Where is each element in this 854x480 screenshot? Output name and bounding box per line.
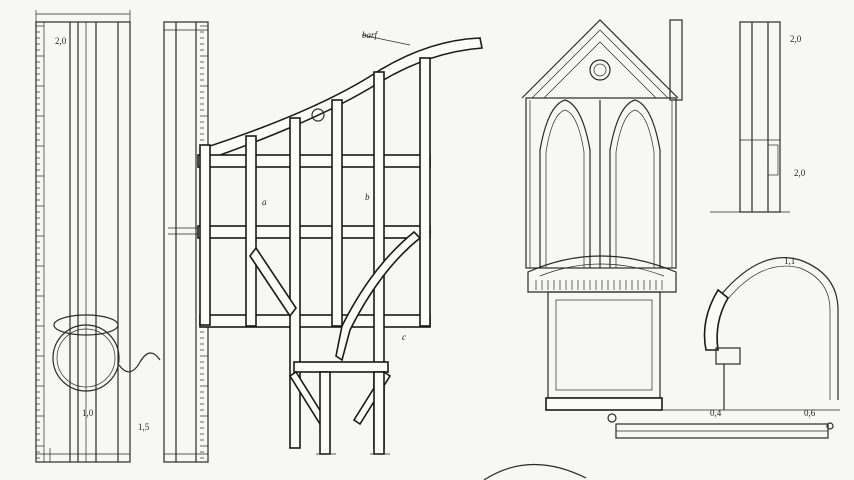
timber-frame-elevation: barf a b c	[197, 30, 483, 455]
arch-section-detail: 1,1	[703, 256, 839, 410]
panel-label-b: b	[365, 192, 370, 202]
beam-label: barf	[362, 30, 379, 40]
right-top-label: 2,0	[790, 34, 802, 44]
right-mid-label: 2,0	[794, 168, 806, 178]
left-post-elevation: 2,0 1,0 1,5	[35, 10, 161, 463]
base-label-a: 0,4	[710, 408, 722, 418]
panel-label-c: c	[402, 332, 406, 342]
gothic-shrine-elevation	[521, 19, 683, 411]
left-scale-ruler	[36, 25, 44, 459]
base-label-b: 0,6	[804, 408, 816, 418]
partial-circle-outline	[483, 463, 587, 480]
left-side-vertical-label: 1,5	[138, 422, 150, 432]
canopy-ribs	[535, 280, 663, 290]
left-top-label: 2,0	[55, 36, 67, 46]
arch-top-label: 1,1	[784, 256, 795, 266]
left-bottom-label: 1,0	[82, 408, 94, 418]
right-section-detail: 2,0 2,0	[710, 21, 806, 213]
panel-label-a: a	[262, 197, 267, 207]
base-strip-section: 0,4 0,6	[607, 408, 840, 439]
